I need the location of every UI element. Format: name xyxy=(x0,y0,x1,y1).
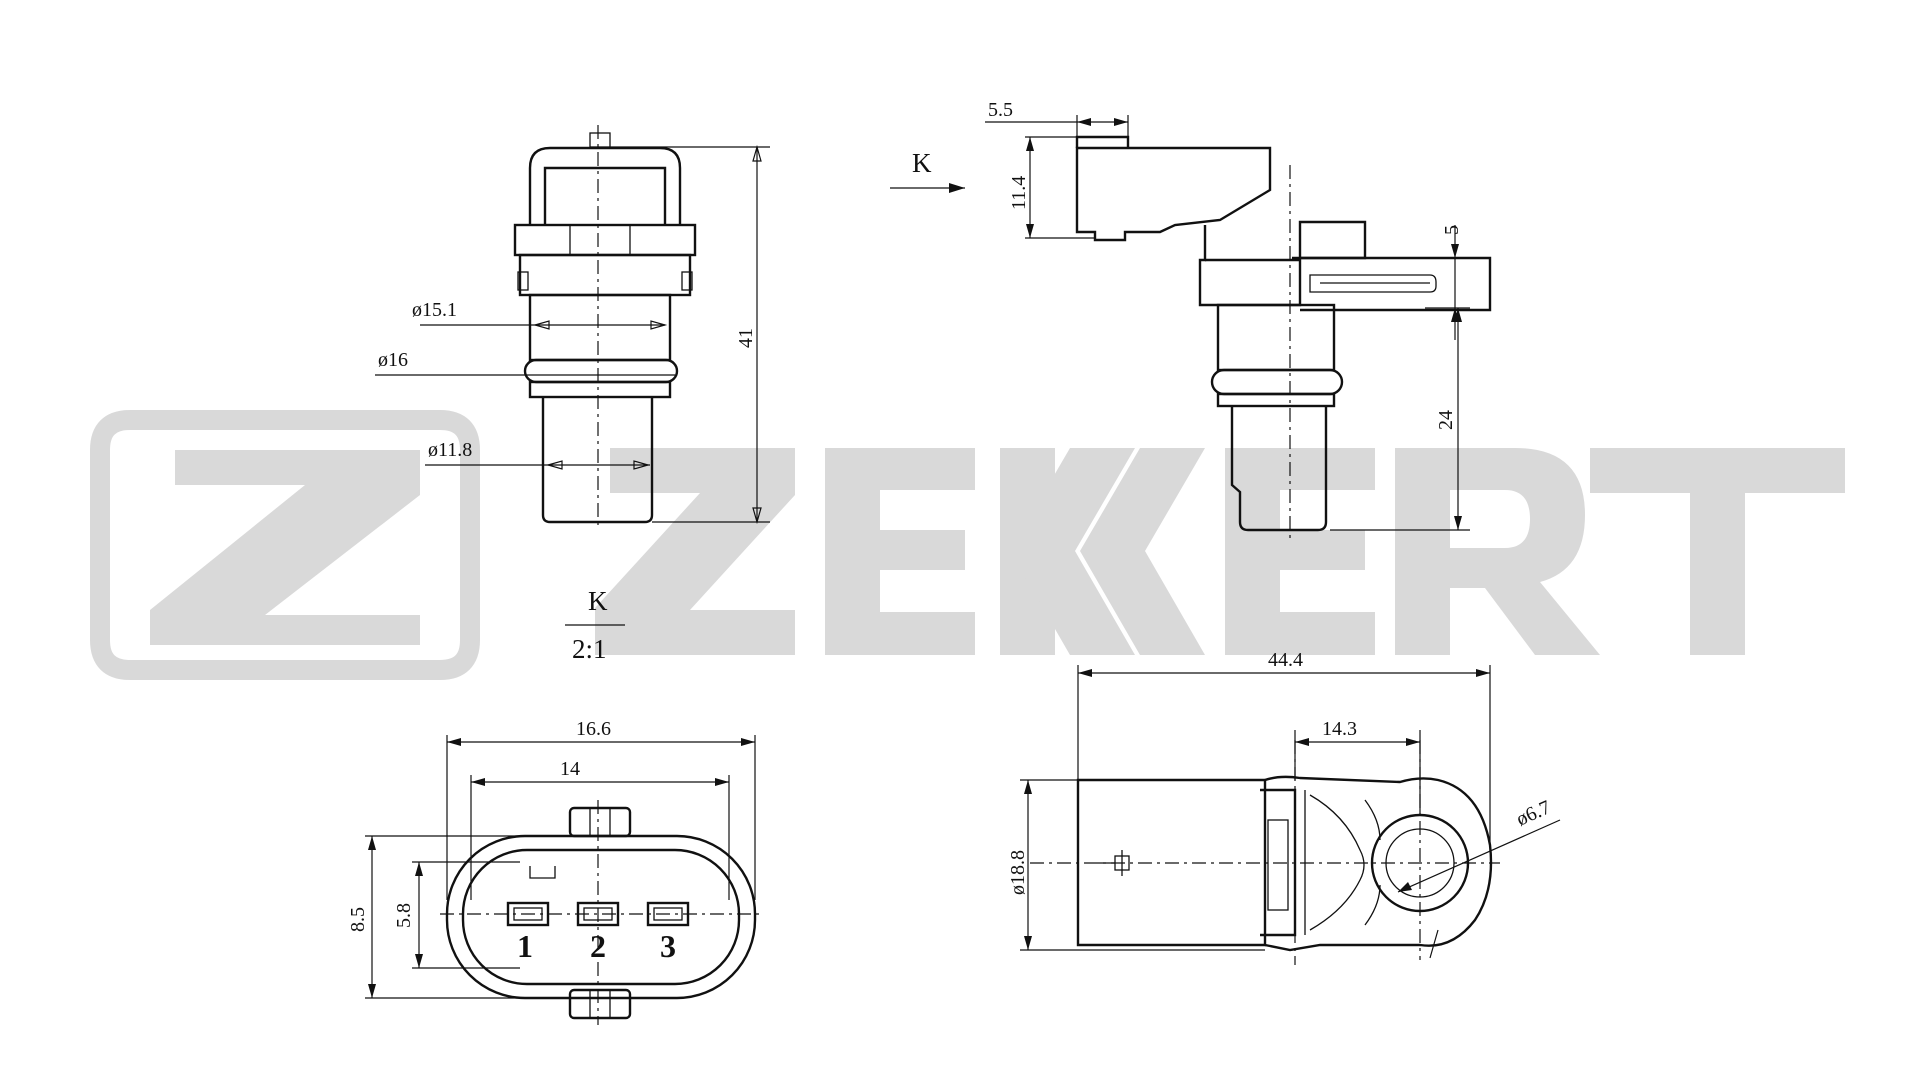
dim-tab-width: 5.5 xyxy=(985,99,1129,140)
dim-body-diameter-top: ø18.8 xyxy=(1007,779,1265,951)
dim-hole-diameter: ø6.7 xyxy=(1397,796,1561,959)
dim-inner-height-label: 5.8 xyxy=(393,903,415,928)
dim-tab-width-label: 5.5 xyxy=(988,99,1013,121)
side-view: K 5.5 xyxy=(890,99,1492,540)
dim-inner-width: 14 xyxy=(470,758,730,900)
zekkert-watermark xyxy=(90,410,1845,680)
dim-outer-height: 8.5 xyxy=(347,835,520,999)
dim-body-diameter: ø15.1 xyxy=(412,299,668,330)
dim-connector-height-label: 11.4 xyxy=(1008,176,1030,210)
view-arrow-k: K xyxy=(890,148,965,193)
top-view-outline xyxy=(1030,740,1500,965)
dim-connector-height: 11.4 xyxy=(1008,136,1095,239)
dim-ring-diameter: ø16 xyxy=(375,349,675,376)
dim-body-diameter-label: ø15.1 xyxy=(412,299,457,321)
front-view: ø15.1 ø16 ø11.8 41 xyxy=(375,125,770,530)
dim-height-label: 41 xyxy=(735,328,757,348)
connector-view-outline xyxy=(440,800,760,1025)
dim-height: 41 xyxy=(610,144,770,525)
dim-outer-width-label: 16.6 xyxy=(576,718,611,740)
dim-insertion-length: 24 xyxy=(1330,308,1470,531)
connector-view: 1 2 3 16.6 14 8.5 xyxy=(347,718,760,1025)
dim-inner-width-label: 14 xyxy=(560,758,580,780)
section-label-scale: 2:1 xyxy=(572,634,607,664)
zekkert-wordmark xyxy=(595,448,1845,655)
dim-tip-diameter-label: ø11.8 xyxy=(428,439,472,461)
connector-pin-labels: 1 2 3 xyxy=(517,928,676,964)
dim-ring-diameter-label: ø16 xyxy=(378,349,408,371)
front-view-outline xyxy=(513,125,697,530)
dim-flange-thickness: 5 xyxy=(1425,225,1470,340)
section-label-letter: K xyxy=(588,586,608,616)
dim-insertion-length-label: 24 xyxy=(1435,410,1457,430)
dim-tip-diameter: ø11.8 xyxy=(425,439,651,470)
section-label: K 2:1 xyxy=(565,586,625,664)
dim-body-diameter-top-label: ø18.8 xyxy=(1007,850,1029,895)
dim-hole-offset-label: 14.3 xyxy=(1322,718,1357,740)
dim-hole-offset: 14.3 xyxy=(1294,718,1421,815)
view-arrow-k-label: K xyxy=(912,148,932,178)
top-view: 44.4 14.3 ø6.7 ø18.8 xyxy=(1007,649,1561,965)
dim-outer-width: 16.6 xyxy=(446,718,756,900)
side-view-outline xyxy=(1075,135,1492,540)
dim-flange-thickness-label: 5 xyxy=(1441,225,1463,235)
dim-overall-length-label: 44.4 xyxy=(1268,649,1303,671)
dim-overall-length: 44.4 xyxy=(1077,649,1491,845)
dim-outer-height-label: 8.5 xyxy=(347,907,369,932)
pin-1-label: 1 xyxy=(517,928,533,964)
pin-3-label: 3 xyxy=(660,928,676,964)
pin-2-label: 2 xyxy=(590,928,606,964)
zekkert-logo-mark xyxy=(90,410,480,680)
dim-inner-height: 5.8 xyxy=(393,861,520,969)
